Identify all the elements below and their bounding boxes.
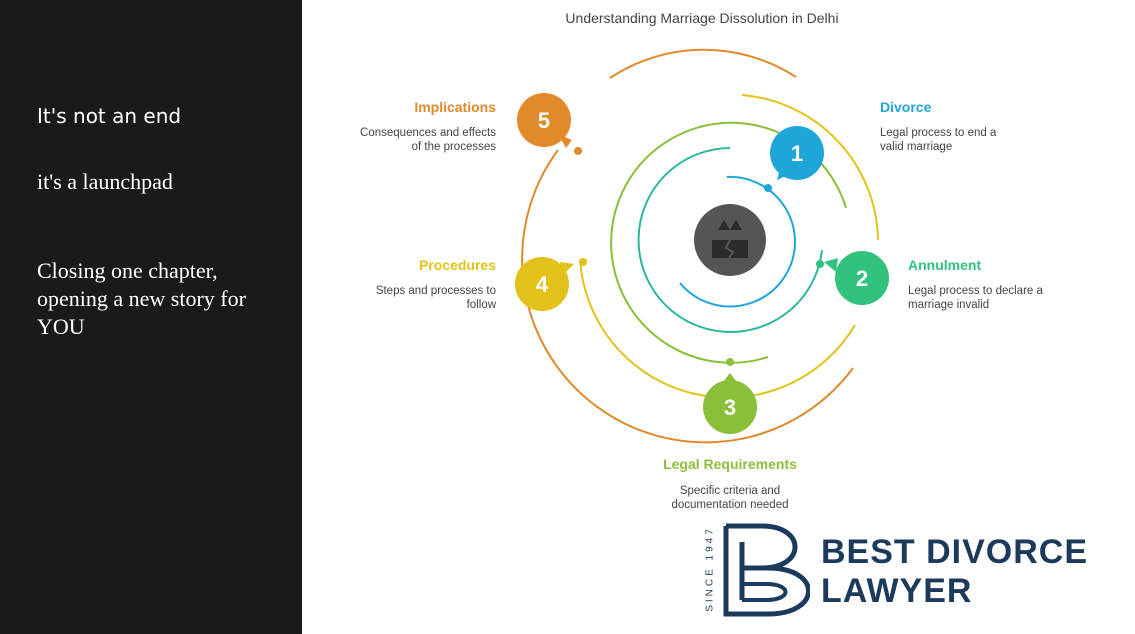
tagline-line-1: It's not an end [37, 104, 182, 128]
step-4-number: 4 [536, 272, 549, 297]
cycle-diagram: 1 2 3 4 5 [515, 48, 889, 444]
logo-b-mark [723, 523, 810, 617]
ring-procedures-top [741, 94, 879, 241]
step-1-title: Divorce [880, 99, 932, 115]
logo-since: SINCE 1947 [704, 526, 716, 612]
dot-implications [574, 147, 582, 155]
ring-procedures [579, 259, 856, 399]
step-3-number: 3 [724, 395, 736, 420]
step-5-title: Implications [414, 99, 496, 115]
ring-implications [521, 149, 854, 444]
logo-text-line-1: BEST DIVORCE [821, 533, 1089, 571]
step-4-description: Steps and processes to follow [375, 285, 496, 311]
ring-annulment [637, 147, 823, 333]
broken-house-icon [694, 204, 766, 276]
left-panel: It's not an end it's a launchpad Closing… [0, 0, 302, 634]
step-1-description: Legal process to end a valid marriage [880, 127, 997, 153]
step-2-badge: 2 [824, 251, 889, 305]
step-3-title: Legal Requirements [663, 456, 797, 472]
dot-divorce [764, 184, 772, 192]
dot-procedures [579, 258, 587, 266]
step-4-title: Procedures [418, 257, 496, 273]
step-5-description: Consequences and effects of the processe… [360, 127, 496, 153]
dot-legal-requirements [726, 358, 734, 366]
tagline-line-2: it's a launchpad [37, 169, 173, 194]
step-3-description: Specific criteria and documentation need… [671, 485, 789, 511]
logo-text-line-2: LAWYER [821, 572, 973, 610]
step-2-number: 2 [856, 266, 868, 291]
tagline-line-3: Closing one chapter, opening a new story… [37, 258, 246, 339]
ring-implications-top [609, 48, 797, 79]
step-1-badge: 1 [770, 126, 824, 180]
dot-annulment [816, 260, 824, 268]
step-3-badge: 3 [703, 373, 757, 434]
step-2-title: Annulment [908, 257, 982, 273]
step-5-badge: 5 [517, 93, 572, 148]
step-4-badge: 4 [515, 257, 574, 311]
step-5-number: 5 [538, 108, 550, 133]
step-1-number: 1 [791, 141, 803, 166]
step-2-description: Legal process to declare a marriage inva… [908, 285, 1043, 311]
diagram-title: Understanding Marriage Dissolution in De… [565, 10, 839, 26]
